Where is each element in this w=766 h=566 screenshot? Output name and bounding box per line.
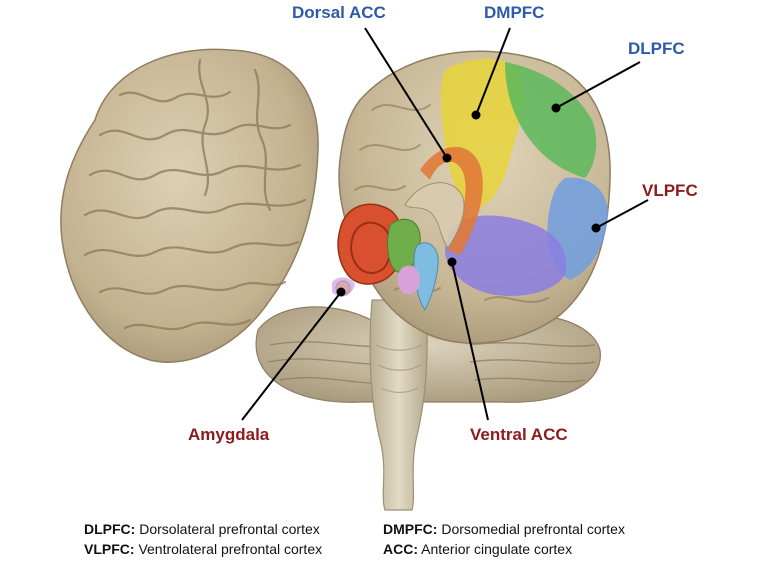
leader-line-amygdala: [241, 291, 342, 421]
leader-line-dorsal-acc: [364, 27, 448, 159]
legend-item-vlpfc: VLPFC: Ventrolateral prefrontal cortex: [84, 542, 322, 556]
legend-desc: Ventrolateral prefrontal cortex: [134, 541, 323, 557]
label-dlpfc: DLPFC: [628, 39, 685, 58]
label-dmpfc: DMPFC: [484, 3, 545, 22]
leader-line-ventral-acc: [451, 261, 489, 421]
brainstem: [369, 299, 428, 511]
label-dorsal-acc: Dorsal ACC: [292, 3, 386, 22]
leader-line-dlpfc: [555, 61, 641, 109]
label-amygdala: Amygdala: [188, 425, 270, 444]
legend-item-dlpfc: DLPFC: Dorsolateral prefrontal cortex: [84, 522, 320, 536]
legend-desc: Anterior cingulate cortex: [418, 541, 573, 557]
leader-line-vlpfc: [595, 199, 649, 229]
label-vlpfc: VLPFC: [642, 181, 698, 200]
leader-lines: [241, 27, 649, 421]
label-ventral-acc: Ventral ACC: [470, 425, 568, 444]
legend-desc: Dorsolateral prefrontal cortex: [135, 521, 320, 537]
limbic-structures: [332, 203, 439, 311]
legend-desc: Dorsomedial prefrontal cortex: [437, 521, 625, 537]
legend-abbr: DMPFC:: [383, 521, 438, 537]
leader-line-dmpfc: [475, 27, 511, 116]
legend-abbr: DLPFC:: [84, 521, 136, 537]
legend-abbr: ACC:: [383, 541, 418, 557]
leader-endpoints: [336, 103, 601, 297]
legend-item-acc: ACC: Anterior cingulate cortex: [383, 542, 572, 556]
legend-item-dmpfc: DMPFC: Dorsomedial prefrontal cortex: [383, 522, 625, 536]
left-hemisphere: [60, 48, 319, 363]
legend-abbr: VLPFC:: [84, 541, 135, 557]
